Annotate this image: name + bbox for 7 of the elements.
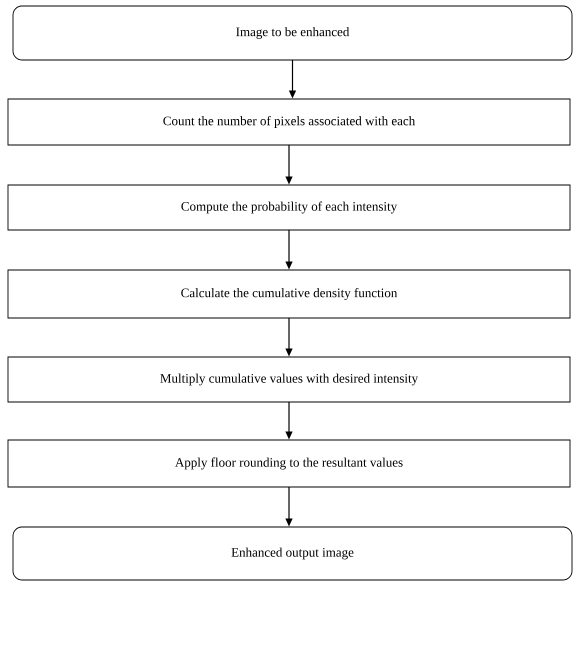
terminal-box: Enhanced output image (12, 526, 572, 580)
process-box: Compute the probability of each intensity (8, 184, 570, 230)
process-box: Calculate the cumulative density function (8, 270, 570, 318)
process-box: Count the number of pixels associated with each (8, 98, 570, 146)
process-box: Multiply cumulative values with desired intensity (8, 356, 570, 402)
process-box: Apply floor rounding to the resultant values (8, 440, 570, 488)
terminal-box: Image to be enhanced (12, 6, 572, 60)
